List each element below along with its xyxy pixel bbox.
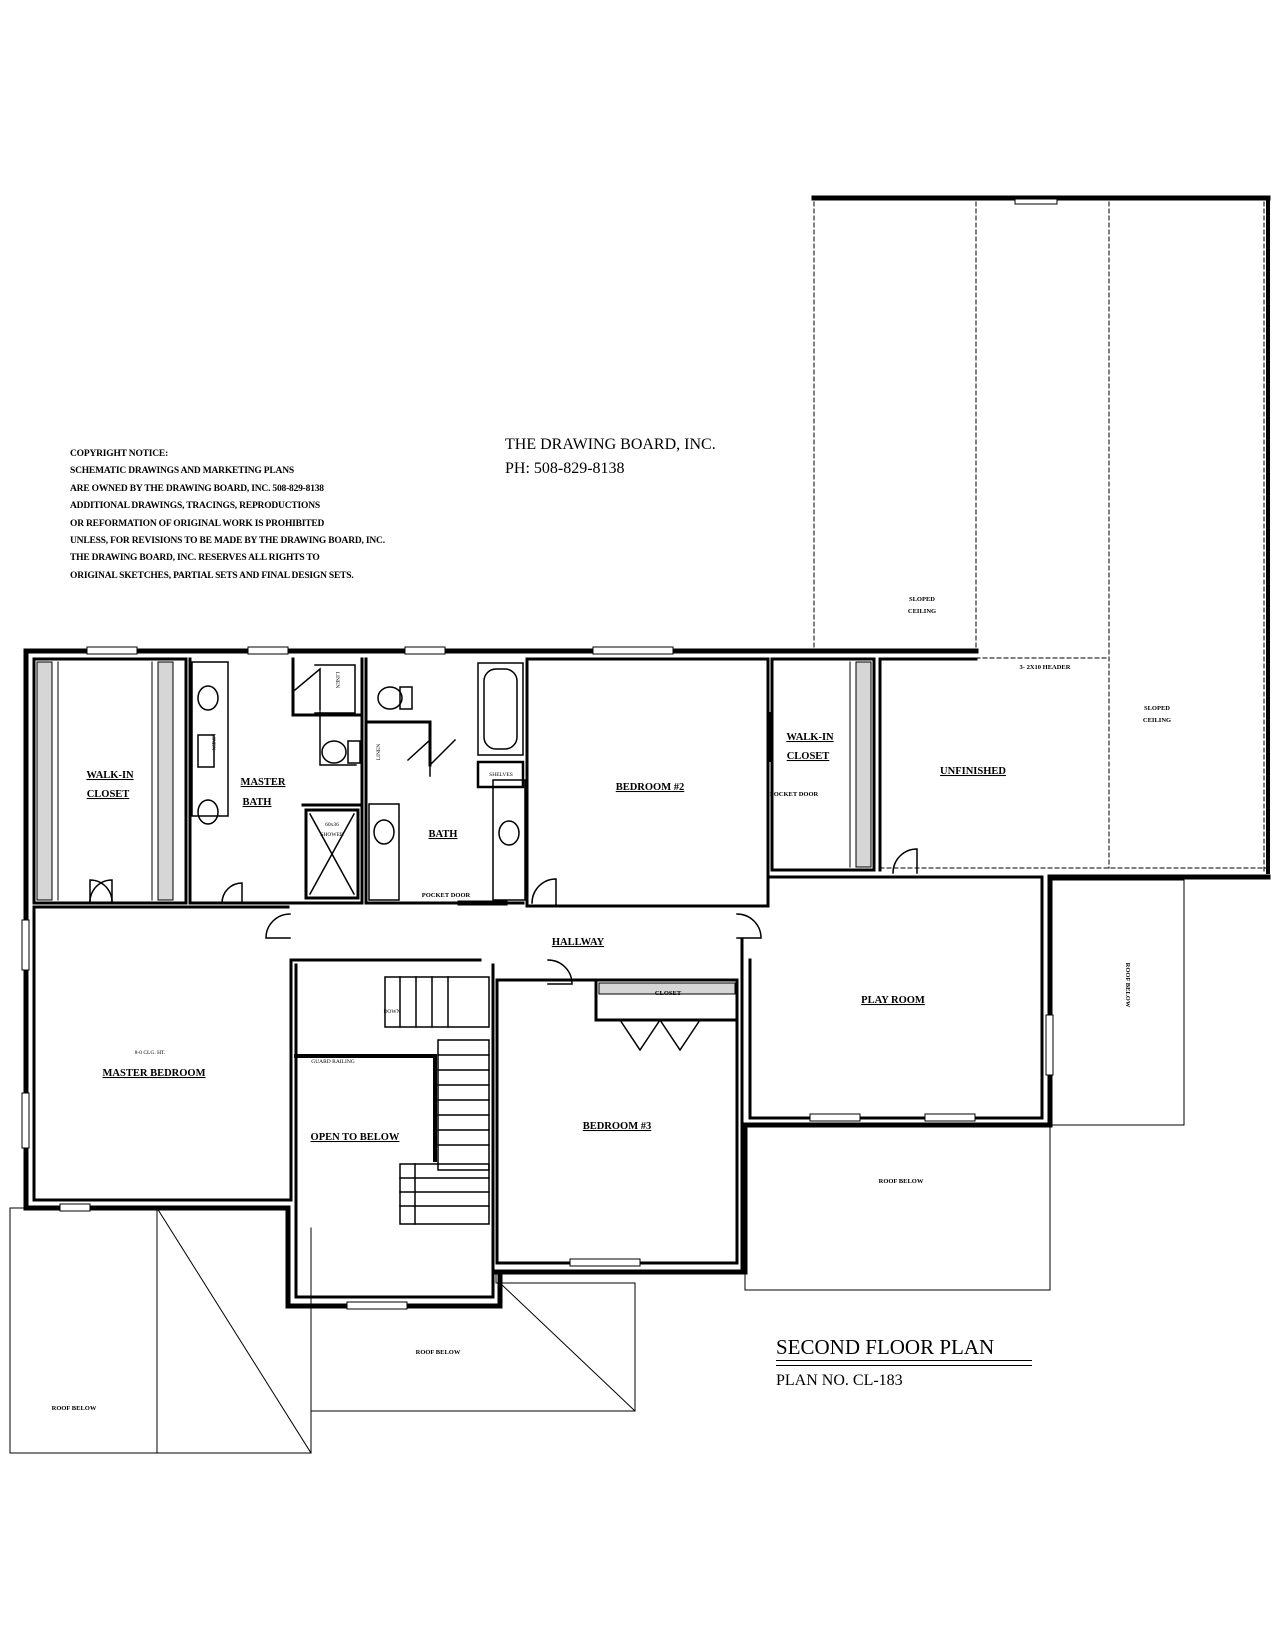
note-sloped-ceiling-line2: CEILING xyxy=(1143,717,1171,724)
copyright-line: UNLESS, FOR REVISIONS TO BE MADE BY THE … xyxy=(70,536,385,547)
label-master-bedroom: MASTER BEDROOM xyxy=(103,1068,206,1079)
attic-outline xyxy=(811,195,1271,874)
windows xyxy=(21,646,1054,1310)
label-walk-in-closet: WALK-IN xyxy=(86,770,134,781)
label-walk-in-closet-line2: CLOSET xyxy=(87,789,130,800)
note-pocket-door: POCKET DOOR xyxy=(422,892,471,899)
label-bath: BATH xyxy=(429,829,458,840)
label-master-bath-line2: BATH xyxy=(243,797,272,808)
note-linen: LINEN xyxy=(376,744,382,761)
note-header: 3- 2X10 HEADER xyxy=(1020,664,1071,671)
plan-number: PLAN NO. CL-183 xyxy=(776,1372,903,1389)
stairs xyxy=(294,976,490,1225)
label-walk-in-closet-2-line2: CLOSET xyxy=(787,751,830,762)
label-open-to-below: OPEN TO BELOW xyxy=(311,1132,400,1143)
label-play-room: PLAY ROOM xyxy=(861,995,925,1006)
room-labels: WALK-IN CLOSET MASTER BATH BATH BEDROOM … xyxy=(86,732,1006,1143)
company-block: THE DRAWING BOARD, INC. PH: 508-829-8138 xyxy=(505,433,716,481)
label-bedroom-3: BEDROOM #3 xyxy=(583,1121,652,1132)
note-ceiling-height: 8-0 CLG. HT. xyxy=(135,1050,166,1056)
note-sloped-ceiling: SLOPED xyxy=(1144,705,1170,712)
closet-shelving xyxy=(36,661,872,995)
roof-outlines xyxy=(9,879,1185,1454)
bath-fixtures xyxy=(191,661,526,901)
company-name: THE DRAWING BOARD, INC. xyxy=(505,436,716,453)
copyright-line: COPYRIGHT NOTICE: xyxy=(70,449,169,459)
note-guard-railing: GUARD RAILING xyxy=(311,1059,355,1065)
note-linen: LINEN xyxy=(210,734,216,751)
note-shelves: SHELVES xyxy=(489,772,513,778)
plan-notes: SLOPED CEILING SLOPED CEILING 3- 2X10 HE… xyxy=(52,596,1171,1412)
note-stair-down: DOWN xyxy=(383,1009,400,1015)
label-walk-in-closet-2: WALK-IN xyxy=(786,732,834,743)
note-roof-below: ROOF BELOW xyxy=(1124,963,1131,1008)
copyright-line: ORIGINAL SKETCHES, PARTIAL SETS AND FINA… xyxy=(70,570,354,581)
copyright-line: ARE OWNED BY THE DRAWING BOARD, INC. 508… xyxy=(70,483,324,494)
doors xyxy=(89,667,918,1052)
note-pocket-door: POCKET DOOR xyxy=(770,791,819,798)
note-linen: LINEN xyxy=(334,672,340,689)
label-master-bath: MASTER xyxy=(241,777,286,788)
note-roof-below: ROOF BELOW xyxy=(416,1349,461,1356)
title-block: SECOND FLOOR PLAN PLAN NO. CL-183 xyxy=(776,1335,1032,1391)
note-shower-size: 60x36 xyxy=(325,822,339,828)
note-roof-below: ROOF BELOW xyxy=(879,1178,924,1185)
copyright-line: OR REFORMATION OF ORIGINAL WORK IS PROHI… xyxy=(70,518,325,529)
label-hallway: HALLWAY xyxy=(552,937,605,948)
note-roof-below: ROOF BELOW xyxy=(52,1405,97,1412)
plan-title: SECOND FLOOR PLAN xyxy=(776,1335,995,1359)
label-bedroom-2: BEDROOM #2 xyxy=(616,782,685,793)
note-shower: SHOWER xyxy=(320,832,344,838)
interior-walls xyxy=(32,657,1052,1299)
copyright-notice: COPYRIGHT NOTICE: SCHEMATIC DRAWINGS AND… xyxy=(70,446,385,585)
copyright-line: ADDITIONAL DRAWINGS, TRACINGS, REPRODUCT… xyxy=(70,501,320,512)
note-sloped-ceiling: SLOPED xyxy=(909,596,935,603)
copyright-line: SCHEMATIC DRAWINGS AND MARKETING PLANS xyxy=(70,466,294,477)
copyright-line: THE DRAWING BOARD, INC. RESERVES ALL RIG… xyxy=(70,553,320,564)
title-underline xyxy=(776,1360,1032,1366)
exterior-walls xyxy=(23,648,1271,1309)
note-sloped-ceiling-line2: CEILING xyxy=(908,608,936,615)
label-closet: CLOSET xyxy=(655,990,682,997)
label-unfinished: UNFINISHED xyxy=(940,766,1006,777)
company-phone: PH: 508-829-8138 xyxy=(505,460,625,477)
